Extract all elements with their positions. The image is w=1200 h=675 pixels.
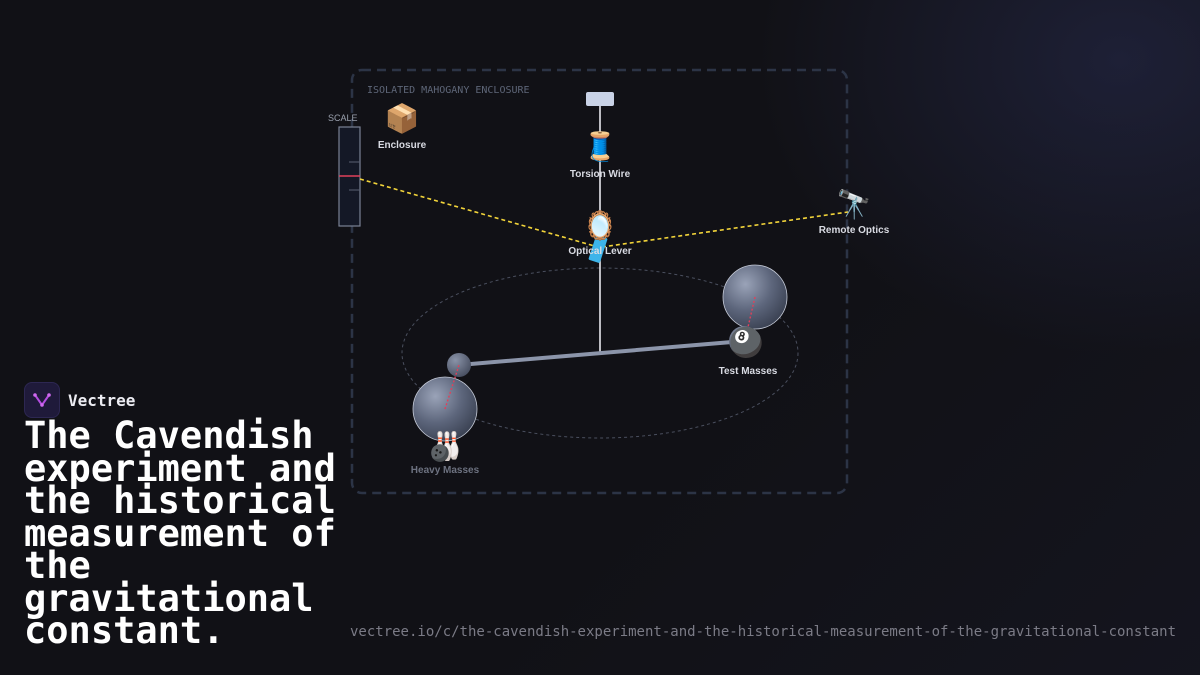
test-masses-label: Test Masses: [719, 366, 778, 377]
small-sphere-right: [729, 326, 759, 356]
billiard-ball-icon: 🎱: [729, 324, 764, 359]
telescope-icon: 🔭: [837, 188, 872, 221]
package-icon: 📦: [385, 102, 420, 135]
mirror: [588, 235, 608, 263]
enclosure-label: Enclosure: [378, 140, 427, 151]
brand-name: Vectree: [68, 390, 136, 410]
small-sphere-left: [447, 353, 471, 377]
rotation-path: [401, 267, 799, 439]
enclosure-caption: ISOLATED MAHOGANY ENCLOSURE: [367, 85, 530, 96]
torsion-beam: [457, 339, 746, 367]
remote-optics-label: Remote Optics: [819, 225, 890, 236]
wire-support-clamp: [586, 92, 614, 106]
incident-light-beam: [601, 211, 849, 248]
thread-icon: 🧵: [583, 130, 618, 163]
heavy-masses-label: Heavy Masses: [411, 465, 480, 476]
optical-lever-label: Optical Lever: [568, 246, 631, 257]
brand: Vectree: [24, 382, 135, 418]
page-title: The Cavendish experiment and the histori…: [24, 414, 336, 652]
gravity-force-right: [744, 296, 756, 341]
mirror-icon: 🪞: [583, 209, 618, 242]
bowling-icon: 🎳: [428, 430, 463, 464]
scale-label: SCALE: [328, 113, 358, 123]
reflected-light-beam: [359, 178, 599, 248]
torsion-wire-label: Torsion Wire: [570, 169, 631, 180]
page-url: vectree.io/c/the-cavendish-experiment-an…: [349, 624, 1176, 640]
vectree-logo-icon: [24, 382, 60, 418]
enclosure-boundary: [350, 68, 849, 495]
